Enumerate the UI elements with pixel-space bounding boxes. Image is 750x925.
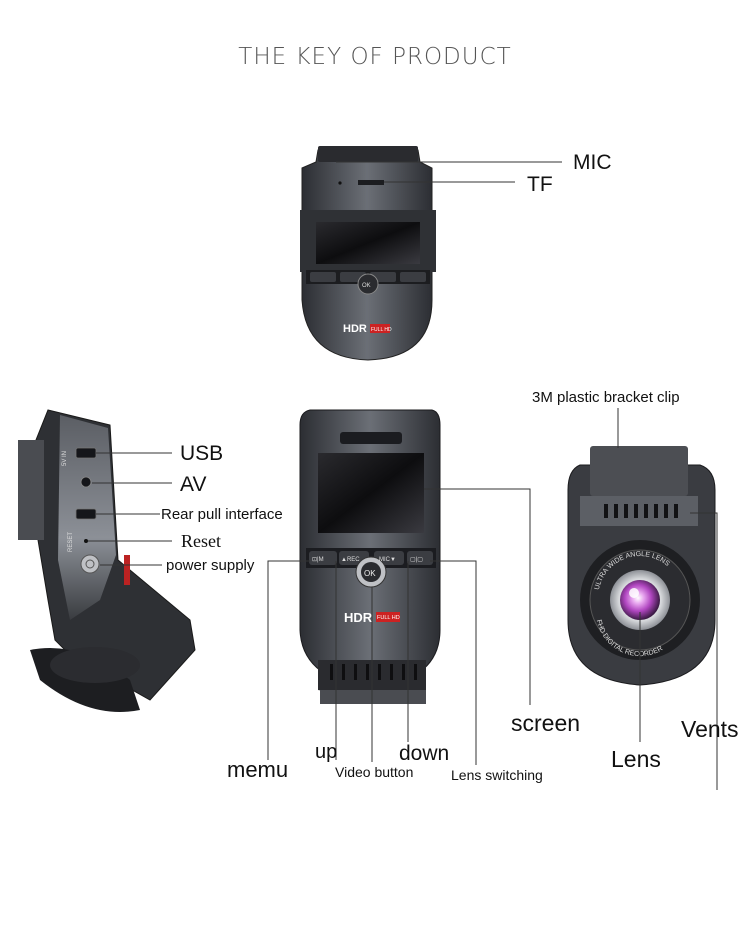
front-menu-glyph: ⊡|M bbox=[312, 557, 324, 563]
line-lens-switching bbox=[430, 560, 477, 765]
front-ok-text: OK bbox=[364, 569, 376, 578]
front-switch-glyph: ▢|▢ bbox=[410, 557, 423, 563]
label-lens: Lens bbox=[611, 746, 661, 772]
label-bracket: 3M plastic bracket clip bbox=[532, 389, 680, 406]
front-mic-text: MIC▼ bbox=[379, 557, 396, 563]
side-reset-text: RESET bbox=[68, 532, 74, 552]
label-av: AV bbox=[180, 473, 207, 496]
front-rec-text: ▲REC bbox=[341, 557, 360, 563]
device-front-view: OK ▲REC MIC▼ ⊡|M ▢|▢ HDR FULL HD bbox=[299, 409, 441, 704]
front-hdr-text: HDR bbox=[344, 610, 373, 625]
device-top-view: HDR FULL HD OK bbox=[300, 146, 436, 361]
label-usb: USB bbox=[180, 442, 224, 465]
label-memu: memu bbox=[227, 757, 289, 782]
line-memu bbox=[267, 560, 310, 760]
label-video-button: Video button bbox=[335, 764, 414, 780]
label-down: down bbox=[399, 742, 450, 765]
label-lens-switching: Lens switching bbox=[451, 767, 543, 783]
label-tf: TF bbox=[527, 173, 553, 196]
callout-lines bbox=[88, 161, 718, 790]
device-side-view: 5V IN RESET bbox=[18, 409, 196, 712]
label-power: power supply bbox=[166, 557, 255, 574]
top-fullhd-text: FULL HD bbox=[371, 327, 392, 333]
top-hdr-text: HDR bbox=[343, 323, 367, 335]
label-up: up bbox=[315, 741, 338, 763]
line-screen bbox=[424, 488, 531, 705]
label-reset: Reset bbox=[181, 531, 221, 551]
label-mic: MIC bbox=[573, 151, 612, 174]
label-vents: Vents bbox=[681, 716, 739, 742]
front-fullhd-text: FULL HD bbox=[377, 615, 400, 621]
label-rear-pull: Rear pull interface bbox=[161, 506, 283, 523]
label-screen: screen bbox=[511, 710, 581, 736]
page-title: THE KEY OF PRODUCT bbox=[238, 44, 512, 70]
side-5vin-text: 5V IN bbox=[62, 451, 68, 466]
device-lens-view: ULTRA WIDE ANGLE LENS FHD DIGITAL RECORD… bbox=[567, 446, 716, 686]
line-vents bbox=[690, 512, 718, 790]
top-ok-text: OK bbox=[362, 283, 371, 289]
